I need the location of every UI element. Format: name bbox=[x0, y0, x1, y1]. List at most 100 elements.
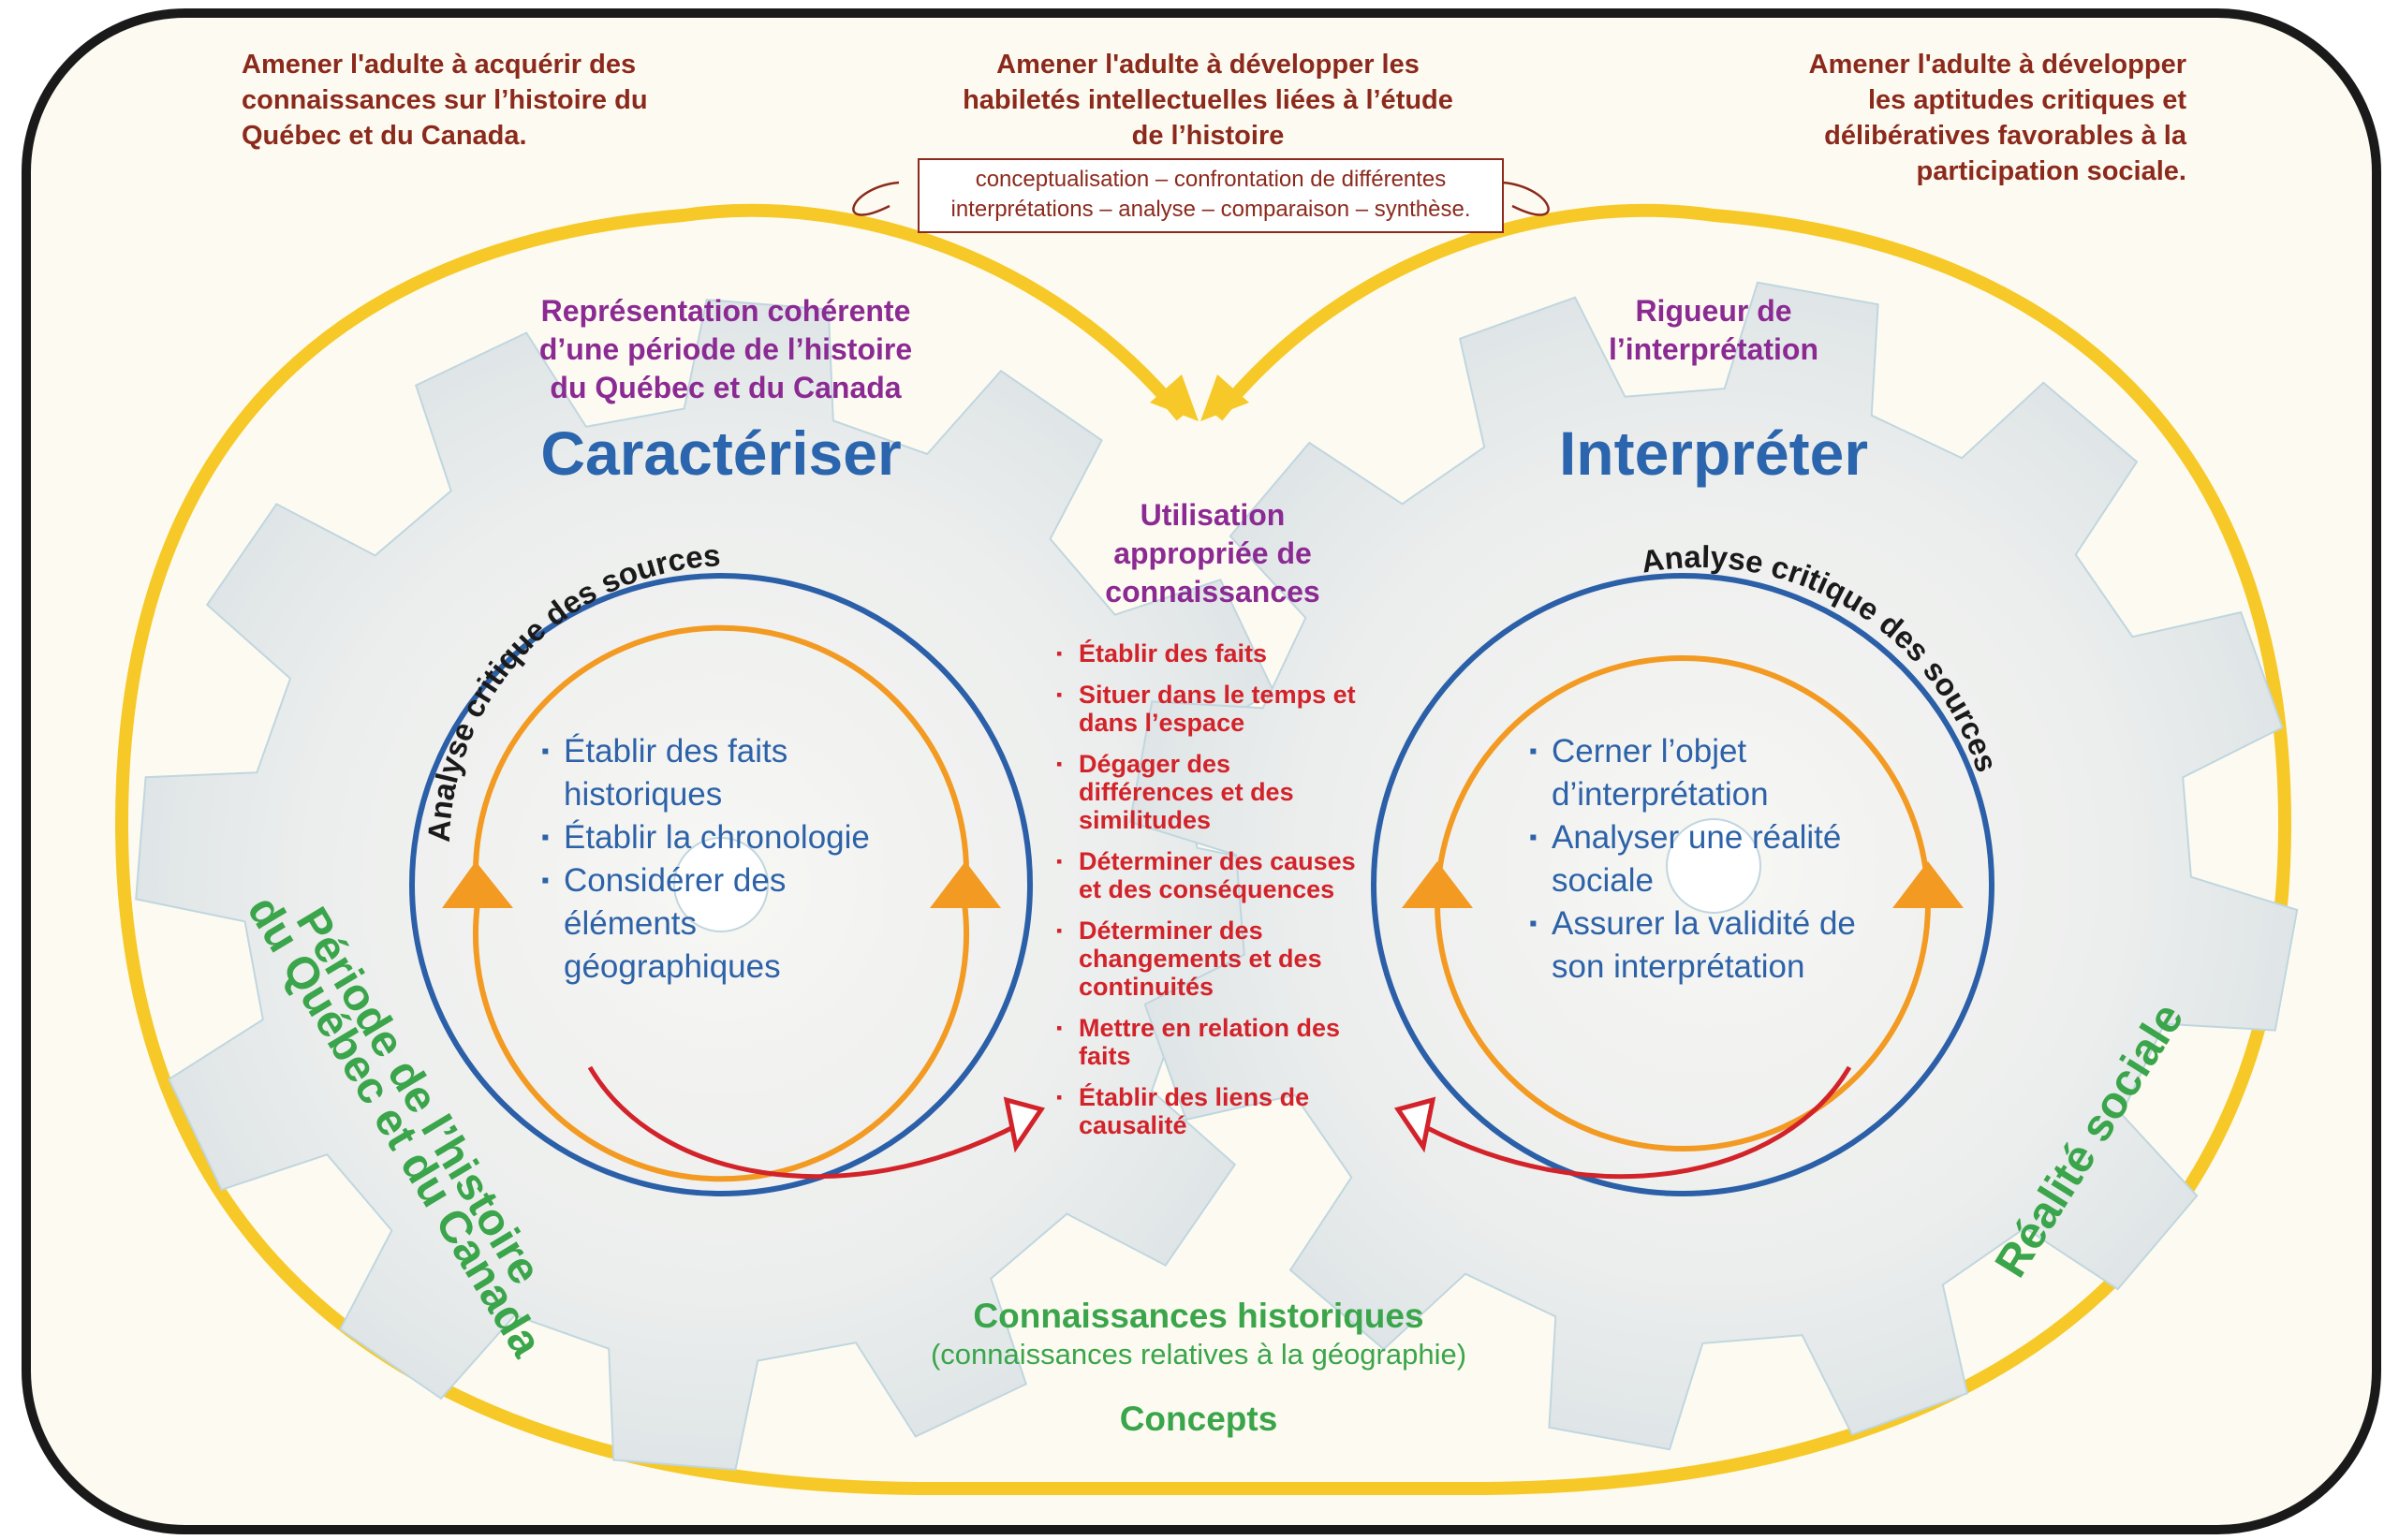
bullet-icon: ▪ bbox=[1529, 911, 1538, 936]
objective-right-line: participation sociale. bbox=[1916, 156, 2186, 186]
criterion-center: Utilisation appropriée de connaissances bbox=[1044, 496, 1381, 611]
operation-line: changements et des bbox=[1079, 945, 1322, 973]
loop-arrowhead-left bbox=[1150, 374, 1199, 421]
operation-item: ▪ Établir des faits bbox=[1056, 639, 1412, 667]
operation-line: dans l’espace bbox=[1079, 709, 1245, 737]
right-gear-hub bbox=[1666, 818, 1761, 914]
bullet-icon: ▪ bbox=[1529, 825, 1538, 850]
bullet-icon: ▪ bbox=[541, 868, 550, 893]
right-orange-arrowhead-1 bbox=[1402, 861, 1473, 908]
operation-line: causalité bbox=[1079, 1111, 1187, 1139]
objective-center-line: de l’histoire bbox=[1131, 121, 1285, 151]
right-gear-list: ▪ Cerner l’objet d’interprétation ▪ Analyse… bbox=[1529, 730, 1922, 989]
right-gear bbox=[1128, 281, 2299, 1451]
right-blue-ring bbox=[1371, 573, 1994, 1196]
skills-box bbox=[918, 158, 1504, 233]
operation-line: différences et des bbox=[1079, 778, 1294, 806]
operation-line: Dégager des bbox=[1079, 750, 1231, 778]
left-red-arrowhead bbox=[1003, 1096, 1046, 1153]
bullet-icon: ▪ bbox=[1056, 921, 1063, 940]
operation-line: continuités bbox=[1079, 973, 1214, 1001]
center-arc-arrow-left bbox=[852, 181, 900, 216]
list-item-line: son interprétation bbox=[1552, 948, 1805, 985]
left-gear bbox=[135, 299, 1307, 1471]
knowledge-sub-label: (connaissances relatives à la géographie… bbox=[930, 1338, 1467, 1371]
skills-box-text: conceptualisation – confrontation de dif… bbox=[919, 165, 1503, 225]
operations-list: ▪ Établir des faits ▪ Situer dans le temps… bbox=[1056, 639, 1412, 1152]
list-item-line: Analyser une réalité bbox=[1552, 819, 1842, 856]
objective-left-line: Amener l'adulte à acquérir des bbox=[242, 50, 637, 80]
left-orange-arrowhead-1 bbox=[442, 861, 513, 908]
criterion-center-line: Utilisation bbox=[1140, 498, 1286, 532]
operation-line: similitudes bbox=[1079, 806, 1212, 834]
list-item-line: éléments bbox=[564, 905, 698, 942]
bullet-icon: ▪ bbox=[1056, 685, 1063, 704]
criterion-left-line: d’une période de l’histoire bbox=[538, 332, 913, 366]
list-item: ▪ Établir des faits historiques bbox=[541, 730, 935, 816]
left-red-arrow bbox=[587, 1065, 1023, 1180]
operation-line: Établir des liens de bbox=[1079, 1083, 1310, 1111]
bullet-icon: ▪ bbox=[1056, 755, 1063, 773]
bullet-icon: ▪ bbox=[541, 739, 550, 764]
objective-center-line: Amener l'adulte à développer les bbox=[996, 50, 1420, 80]
criterion-left-line: Représentation cohérente bbox=[540, 294, 911, 328]
criterion-center-line: connaissances bbox=[1105, 575, 1320, 609]
objective-right-line: délibératives favorables à la bbox=[1824, 121, 2186, 151]
operation-line: Situer dans le temps et bbox=[1079, 681, 1356, 709]
list-item: ▪ Assurer la validité de son interprétatio… bbox=[1529, 902, 1922, 989]
operation-line: faits bbox=[1079, 1042, 1131, 1070]
operation-line: Mettre en relation des bbox=[1079, 1014, 1341, 1042]
concepts-label: Concepts bbox=[1119, 1400, 1278, 1438]
left-blue-ring bbox=[409, 573, 1033, 1196]
right-red-arrowhead bbox=[1393, 1096, 1436, 1153]
bullet-icon: ▪ bbox=[1056, 1019, 1063, 1037]
bullet-icon: ▪ bbox=[1056, 1088, 1063, 1107]
operation-line: et des conséquences bbox=[1079, 875, 1335, 903]
list-item-line: historiques bbox=[564, 776, 723, 813]
operation-line: Déterminer des causes bbox=[1079, 847, 1356, 875]
right-red-arrow bbox=[1417, 1065, 1852, 1180]
list-item-line: Établir des faits bbox=[564, 733, 788, 770]
bullet-icon: ▪ bbox=[1056, 644, 1063, 663]
list-item: ▪ Analyser une réalité sociale bbox=[1529, 816, 1922, 902]
objective-left: Amener l'adulte à acquérir des connaissa… bbox=[242, 47, 729, 154]
criterion-right: Rigueur de l’interprétation bbox=[1508, 292, 1920, 369]
objective-right-line: les aptitudes critiques et bbox=[1867, 85, 2186, 115]
skills-line: conceptualisation – confrontation de dif… bbox=[975, 167, 1447, 192]
list-item-line: Cerner l’objet bbox=[1552, 733, 1747, 770]
list-item-line: Assurer la validité de bbox=[1552, 905, 1856, 942]
objective-center: Amener l'adulte à développer les habilet… bbox=[908, 47, 1508, 154]
operation-line: Établir des faits bbox=[1079, 639, 1268, 667]
center-arc-arrow-right bbox=[1502, 181, 1550, 216]
bullet-icon: ▪ bbox=[1529, 739, 1538, 764]
list-item-line: sociale bbox=[1552, 862, 1654, 899]
list-item: ▪Établir la chronologie bbox=[541, 816, 935, 859]
list-item-line: d’interprétation bbox=[1552, 776, 1769, 813]
objective-left-line: Québec et du Canada. bbox=[242, 121, 527, 151]
knowledge-label: Connaissances historiques bbox=[973, 1297, 1424, 1335]
right-orange-arrowhead-2 bbox=[1892, 861, 1964, 908]
operation-line: Déterminer des bbox=[1079, 917, 1263, 945]
infinity-loop bbox=[114, 203, 2292, 1495]
criterion-right-line: Rigueur de bbox=[1635, 294, 1792, 328]
criterion-right-line: l’interprétation bbox=[1608, 332, 1818, 366]
loop-arrowhead-right bbox=[1200, 374, 1249, 421]
objective-left-line: connaissances sur l’histoire du bbox=[242, 85, 648, 115]
bullet-icon: ▪ bbox=[541, 825, 550, 850]
right-gear-title: Interpréter bbox=[1558, 418, 1869, 488]
skills-line: interprétations – analyse – comparaison … bbox=[950, 197, 1471, 222]
bullet-icon: ▪ bbox=[1056, 852, 1063, 871]
objective-right-line: Amener l'adulte à développer bbox=[1808, 50, 2186, 80]
criterion-left-line: du Québec et du Canada bbox=[550, 371, 902, 404]
list-item-line: Considérer des bbox=[564, 862, 787, 899]
left-orange-arrowhead-2 bbox=[930, 861, 1001, 908]
left-gear-title: Caractériser bbox=[540, 418, 902, 488]
